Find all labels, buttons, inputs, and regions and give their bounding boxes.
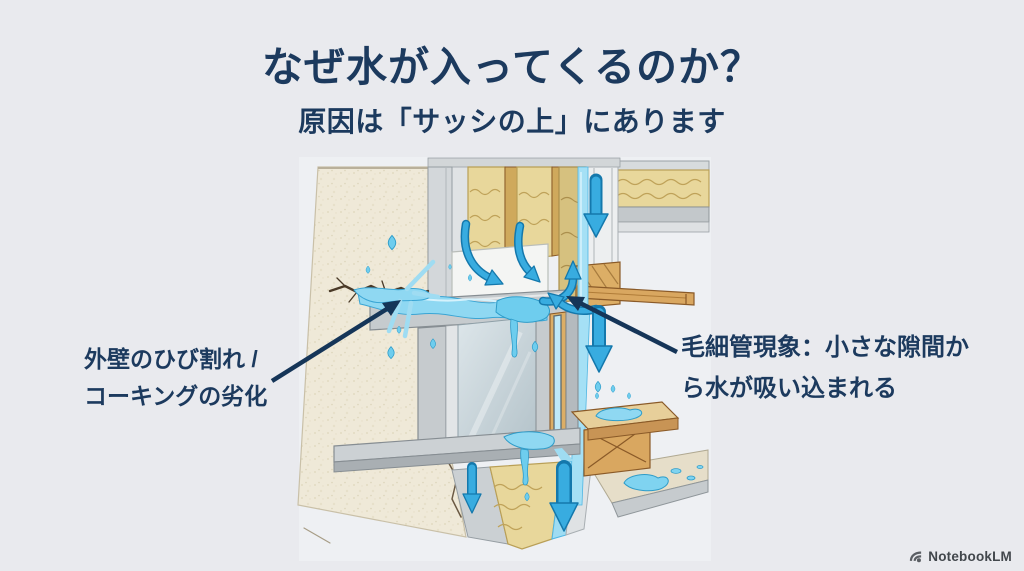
- annotation-arrows: [270, 296, 679, 383]
- arrow-onto-flashing-1: [460, 219, 504, 286]
- flow-arrows: [460, 173, 613, 532]
- stool-puddle: [595, 407, 643, 422]
- arrow-interior-drip-down: [585, 305, 613, 373]
- water-flow: [353, 259, 555, 486]
- right-callout-line2: ら水が吸い込まれる: [681, 375, 897, 402]
- floor-puddles: [623, 465, 704, 492]
- left-label-arrow: [270, 300, 401, 383]
- arrow-cavity-down: [583, 173, 609, 238]
- page-subtitle: 原因は「サッシの上」にあります: [298, 106, 726, 137]
- left-callout-line2: コーキングの劣化: [84, 383, 268, 409]
- arrow-onto-flashing-2: [514, 221, 541, 283]
- notebooklm-logo-text: NotebookLM: [928, 549, 1012, 564]
- arrow-wall-down-large: [549, 460, 579, 532]
- right-callout: 毛細管現象：小さな隙間か ら水が吸い込まれる: [681, 327, 969, 409]
- right-label-arrow: [566, 296, 679, 355]
- page-title: なぜ水が入ってくるのか？: [262, 44, 762, 90]
- arrow-capillary-up: [538, 260, 582, 306]
- notebooklm-logo-icon: [908, 549, 923, 564]
- interior-stool: [570, 401, 680, 477]
- left-callout: 外壁のひび割れ / コーキングの劣化: [84, 341, 267, 415]
- right-callout-line1: 毛細管現象：小さな隙間か: [681, 334, 969, 361]
- left-callout-line1: 外壁のひび割れ /: [84, 346, 258, 372]
- upper-floor-section: [613, 160, 710, 233]
- arrow-wall-down-small: [462, 462, 482, 514]
- notebooklm-branding: NotebookLM: [908, 549, 1012, 564]
